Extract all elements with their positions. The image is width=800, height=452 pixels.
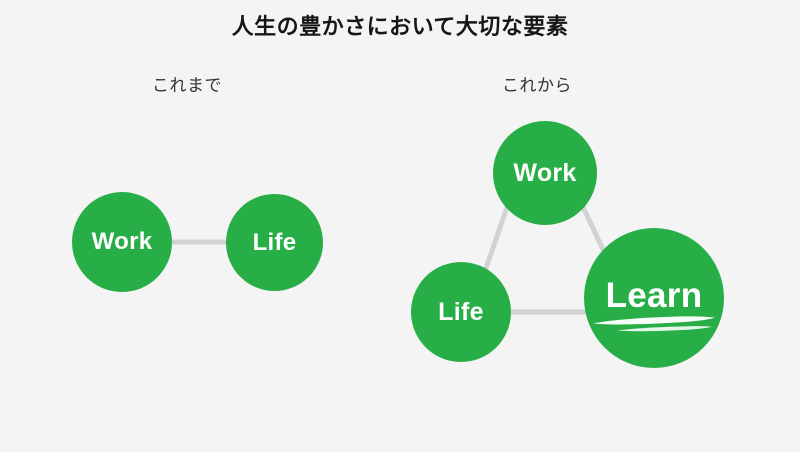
node-next-learn-label: Learn xyxy=(593,278,715,331)
section-caption-before: これまで xyxy=(152,76,222,95)
node-prev-life-label: Life xyxy=(252,228,297,256)
node-next-life[interactable]: Life xyxy=(411,262,511,362)
node-next-learn[interactable]: Learn xyxy=(584,228,724,368)
section-caption-after: これから xyxy=(502,76,572,95)
node-next-work[interactable]: Work xyxy=(493,121,597,225)
node-prev-life[interactable]: Life xyxy=(226,194,323,291)
node-next-life-label: Life xyxy=(438,297,484,326)
page-title: 人生の豊かさにおいて大切な要素 xyxy=(231,14,569,39)
edge-next-work-life xyxy=(480,206,510,278)
hand-drawn-underline-icon xyxy=(593,315,715,331)
node-prev-work[interactable]: Work xyxy=(72,192,172,292)
node-next-work-label: Work xyxy=(513,158,577,187)
node-prev-work-label: Work xyxy=(91,228,153,255)
